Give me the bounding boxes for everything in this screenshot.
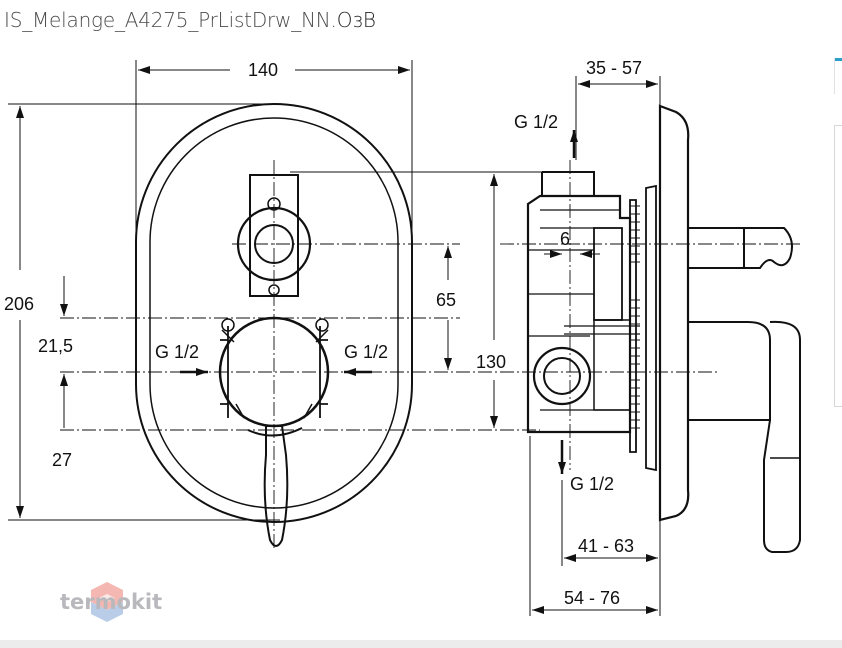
- dim-54-76-label: 54 - 76: [564, 588, 620, 608]
- dim-27-label: 27: [52, 450, 72, 470]
- dim-41-63-label: 41 - 63: [578, 536, 634, 556]
- bottom-scroll-bar: [0, 640, 842, 648]
- cover-profile: [658, 104, 690, 522]
- side-centerlines: [500, 160, 800, 470]
- dim-6-label: 6: [560, 229, 570, 249]
- dim-35-57: [575, 76, 661, 160]
- body-insert: [593, 227, 623, 321]
- valve-ear-right: [315, 318, 329, 332]
- lever-base: [247, 427, 303, 437]
- dim-140-label: 140: [248, 60, 278, 80]
- lever-profile: [687, 321, 771, 421]
- dim-21-5-label: 21,5: [38, 336, 73, 356]
- drawing-title: IS_Melange_A4275_PrListDrw_NN.ОзВ: [4, 8, 376, 32]
- inlet-right-label: G 1/2: [344, 342, 388, 362]
- dim-height-206: [8, 103, 280, 521]
- dim-width-140: [135, 60, 413, 250]
- screw-rod: [564, 325, 640, 335]
- side-view: [526, 104, 801, 553]
- front-centerlines: [60, 160, 540, 548]
- dim-130: [290, 171, 594, 428]
- thread-ticks: [630, 205, 640, 429]
- title-tail: ОзВ: [336, 8, 376, 32]
- side-port-outer: [532, 346, 592, 406]
- title-main: IS_Melange_A4275_PrListDrw_NN.: [4, 8, 337, 32]
- lever-handle: [263, 425, 289, 547]
- threaded-ring: [629, 199, 637, 453]
- dim-54-76: [529, 436, 658, 616]
- outlet-top-label: G 1/2: [514, 112, 558, 132]
- inlet-left-label: G 1/2: [155, 342, 199, 362]
- dim-35-57-label: 35 - 57: [586, 58, 642, 78]
- outlet-bottom-label: G 1/2: [570, 474, 614, 494]
- diverter-knob: [687, 227, 745, 269]
- dim-130-label: 130: [476, 352, 506, 372]
- dim-65-label: 65: [436, 290, 456, 310]
- right-edge-tab: [834, 58, 842, 94]
- valve-ear-left: [221, 318, 235, 332]
- diverter-stem: [249, 174, 299, 297]
- diverter-knob-tip: [744, 227, 793, 269]
- body-top-port: [541, 171, 595, 196]
- valve-frame: [220, 326, 328, 418]
- dim-206-label: 206: [4, 294, 34, 314]
- dim-41-63: [561, 480, 661, 616]
- valve-ear-links: [221, 329, 329, 419]
- wall-sleeve: [645, 184, 657, 472]
- watermark-logo-icon: [91, 582, 123, 622]
- watermark-brand: termokit: [60, 590, 163, 614]
- right-edge-panel: [834, 125, 842, 407]
- lever-arm: [763, 320, 801, 553]
- side-port-inner: [543, 357, 581, 395]
